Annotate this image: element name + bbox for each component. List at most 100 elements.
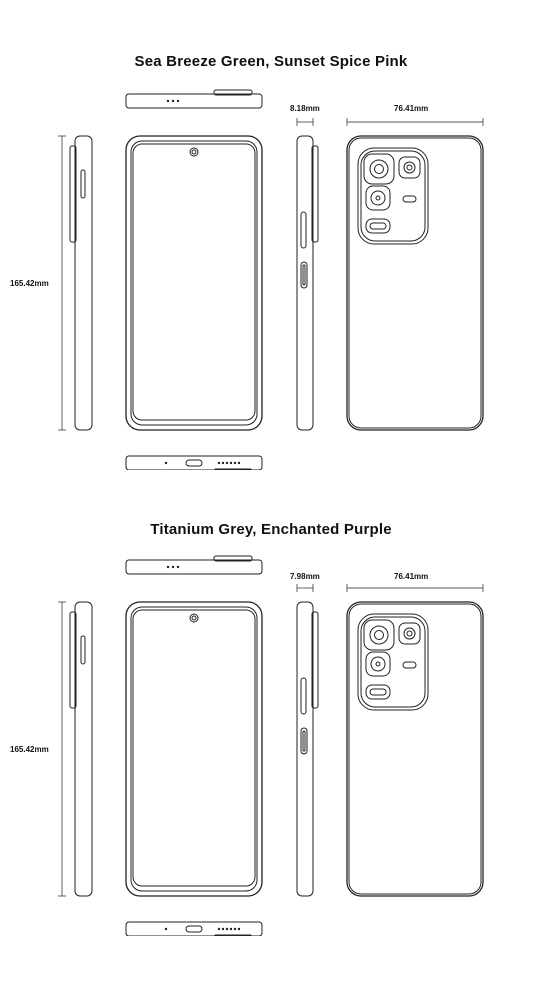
speaker-grille-hole [229,461,233,465]
volume-button [300,677,307,715]
front-view-body [125,135,263,431]
front-view-screen [132,143,256,421]
height-label: 165.42mm [10,279,49,288]
back-view-body [346,135,484,431]
fingerprint-sensor [302,730,306,752]
third-camera-icon [370,190,386,206]
main-camera-lens [374,630,384,640]
bottom-edge-view [125,921,263,936]
thickness-label: 8.18mm [290,104,320,113]
top-edge-hole [171,565,175,569]
phone-technical-drawing [58,555,484,936]
top-edge-hole [176,99,180,103]
front-camera-icon [189,147,199,157]
usb-c-port [185,925,203,933]
speaker-grille-hole [221,461,225,465]
back-view-inner-edge [348,603,482,895]
secondary-camera-lens [406,164,413,171]
thickness-label: 7.98mm [290,572,320,581]
top-edge-hole [166,99,170,103]
top-edge-view [125,93,263,109]
speaker-grille-hole [237,927,241,931]
speaker-grille-hole [217,461,221,465]
camera-module-inner [360,150,426,242]
third-camera-lens [375,195,381,201]
power-button [300,727,308,755]
sensor-icon [369,222,387,230]
usb-c-port [185,459,203,467]
speaker-grille-hole [233,927,237,931]
spec-section-2: Titanium Grey, Enchanted Purple 7.98mm 7… [0,466,542,936]
sensor-icon [369,688,387,696]
phone-technical-drawing [58,89,484,470]
sim-tray [80,169,86,199]
camera-module-outer [357,613,429,711]
main-camera-icon [369,159,389,179]
third-camera-frame [365,185,391,211]
main-camera-frame [363,619,395,651]
flash-icon [402,195,417,203]
sim-tray [80,635,86,665]
secondary-camera-icon [403,627,416,640]
bottom-edge-camera-bump [213,934,253,936]
front-view-body [125,601,263,897]
front-view-screen [132,609,256,887]
top-edge-hole [171,99,175,103]
front-camera-icon [189,613,199,623]
bottom-edge-view [125,455,263,470]
bottom-edge-camera-bump [213,468,253,470]
main-camera-frame [363,153,395,185]
camera-module-inner [360,616,426,708]
front-view-bezel [130,606,258,892]
main-camera-lens [374,164,384,174]
height-label: 165.42mm [10,745,49,754]
speaker-grille-hole [237,461,241,465]
speaker-grille-hole [233,461,237,465]
third-camera-frame [365,651,391,677]
speaker-grille-hole [217,927,221,931]
section-title: Titanium Grey, Enchanted Purple [150,521,392,538]
microphone-hole [164,461,168,465]
section-title: Sea Breeze Green, Sunset Spice Pink [134,53,408,70]
main-camera-icon [369,625,389,645]
width-label: 76.41mm [394,572,429,581]
top-edge-camera-bump [213,89,253,96]
left-side-camera-bump [69,611,77,709]
right-side-camera-bump [311,145,319,243]
power-button [300,261,308,289]
top-edge-hole [176,565,180,569]
left-side-camera-bump [69,145,77,243]
sensor-frame [365,218,391,234]
back-view-body [346,601,484,897]
volume-button [300,211,307,249]
left-side-view [74,601,93,897]
top-edge-view [125,559,263,575]
sensor-frame [365,684,391,700]
secondary-camera-frame [398,156,421,179]
secondary-camera-icon [403,161,416,174]
back-view-inner-edge [348,137,482,429]
flash-icon [402,661,417,669]
top-edge-camera-bump [213,555,253,562]
speaker-grille-hole [225,461,229,465]
fingerprint-sensor [302,264,306,286]
spec-section-1: Sea Breeze Green, Sunset Spice Pink 8.18… [0,0,542,470]
right-side-view [296,601,314,897]
secondary-camera-lens [406,630,413,637]
third-camera-lens [375,661,381,667]
camera-module-outer [357,147,429,245]
right-side-view [296,135,314,431]
left-side-view [74,135,93,431]
front-camera-lens [191,149,197,155]
front-camera-lens [191,615,197,621]
speaker-grille-hole [229,927,233,931]
width-label: 76.41mm [394,104,429,113]
speaker-grille-hole [221,927,225,931]
microphone-hole [164,927,168,931]
top-edge-hole [166,565,170,569]
third-camera-icon [370,656,386,672]
front-view-bezel [130,140,258,426]
secondary-camera-frame [398,622,421,645]
right-side-camera-bump [311,611,319,709]
speaker-grille-hole [225,927,229,931]
